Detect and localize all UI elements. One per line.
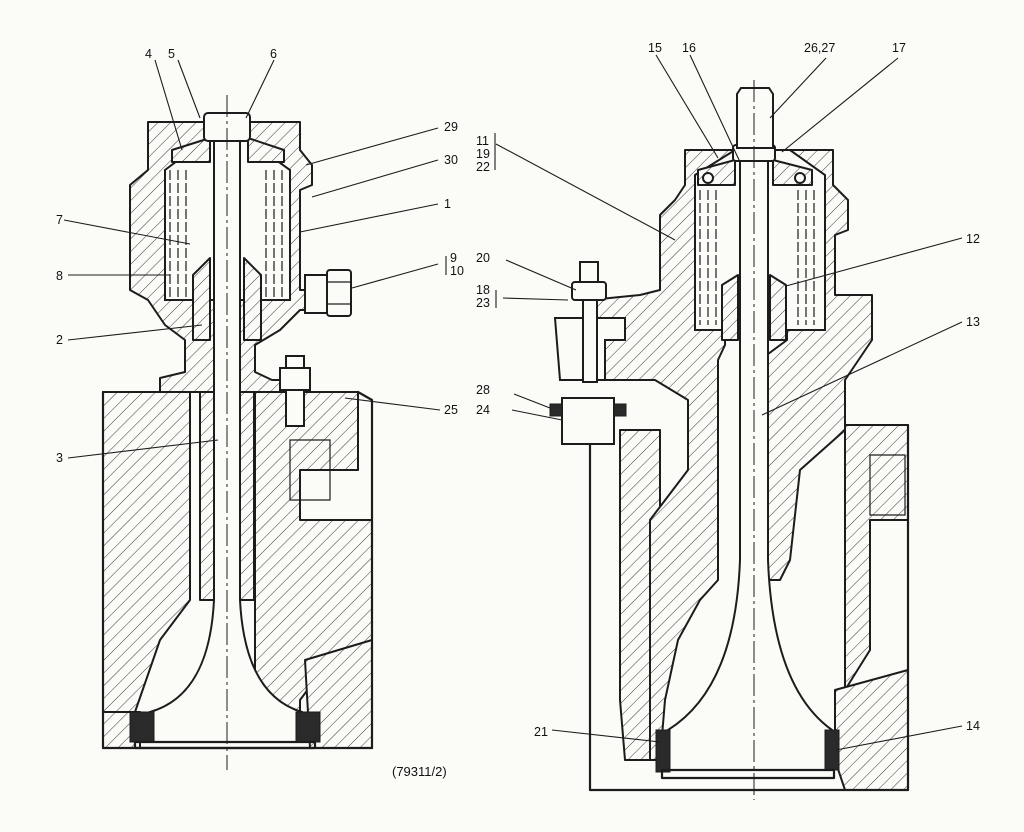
label-19: 19 xyxy=(476,147,490,161)
label-24: 24 xyxy=(476,403,490,417)
label-29: 29 xyxy=(444,120,458,134)
label-12: 12 xyxy=(966,232,980,246)
label-22: 22 xyxy=(476,160,490,174)
right-cap-top xyxy=(736,87,774,149)
label-25: 25 xyxy=(444,403,458,417)
label-4: 4 xyxy=(145,47,152,61)
label-26-27: 26,27 xyxy=(804,41,835,55)
label-30: 30 xyxy=(444,153,458,167)
left-valve-seat-right xyxy=(295,711,321,743)
left-stud xyxy=(279,355,311,427)
label-28: 28 xyxy=(476,383,490,397)
left-lower-cone xyxy=(192,257,262,341)
figure-reference: (79311/2) xyxy=(392,764,447,779)
label-21: 21 xyxy=(534,725,548,739)
right-ball-left xyxy=(702,172,714,184)
label-10: 10 xyxy=(450,264,464,278)
left-cylinder-head xyxy=(101,390,374,750)
left-valve-view xyxy=(101,95,374,770)
leader-lines xyxy=(63,54,963,751)
label-14: 14 xyxy=(966,719,980,733)
right-upper-retainer xyxy=(697,159,813,186)
right-ball-right xyxy=(794,172,806,184)
label-23: 23 xyxy=(476,296,490,310)
right-valve-view xyxy=(549,80,910,800)
label-1: 1 xyxy=(444,197,451,211)
label-3: 3 xyxy=(56,451,63,465)
right-rotator-housing xyxy=(553,149,873,761)
label-17: 17 xyxy=(892,41,906,55)
part-labels: 4 5 6 29 30 1 7 8 9 10 2 3 25 15 16 26,2… xyxy=(56,41,980,779)
label-5: 5 xyxy=(168,47,175,61)
left-springs xyxy=(169,170,283,298)
right-springs xyxy=(699,190,815,325)
left-grease-nipple xyxy=(304,269,352,317)
left-cone-pieces xyxy=(171,137,285,163)
label-15: 15 xyxy=(648,41,662,55)
label-7: 7 xyxy=(56,213,63,227)
label-13: 13 xyxy=(966,315,980,329)
right-seat-ring-left xyxy=(655,729,671,773)
label-20: 20 xyxy=(476,251,490,265)
left-valve-seat-left xyxy=(129,711,155,743)
label-8: 8 xyxy=(56,269,63,283)
label-2: 2 xyxy=(56,333,63,347)
label-6: 6 xyxy=(270,47,277,61)
label-9: 9 xyxy=(450,251,457,265)
label-11: 11 xyxy=(476,134,489,148)
right-lower-cone xyxy=(721,274,787,341)
label-18: 18 xyxy=(476,283,490,297)
label-16: 16 xyxy=(682,41,696,55)
right-bushing xyxy=(549,397,627,445)
right-stud-nut xyxy=(571,261,607,383)
